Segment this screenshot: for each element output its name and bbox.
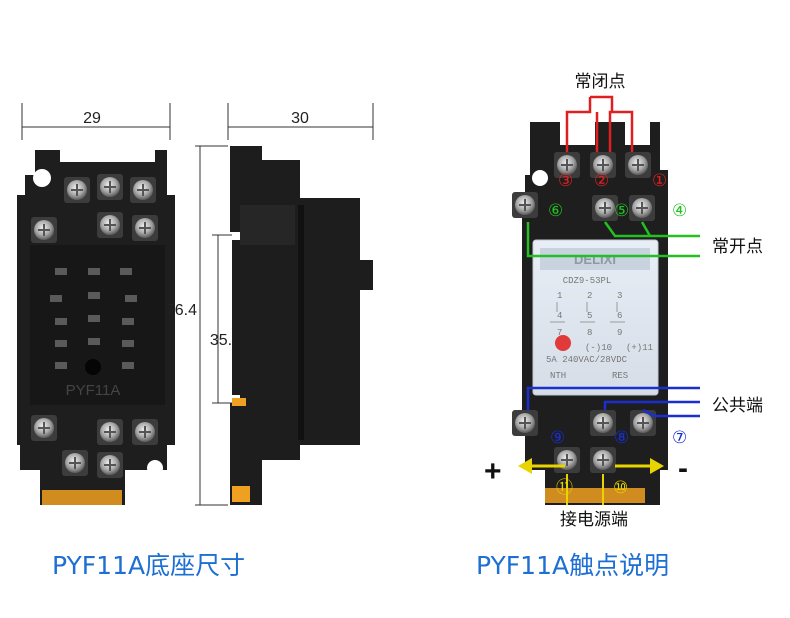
terminal-3: ③ [558, 171, 573, 191]
side-detail [298, 205, 304, 440]
contact-diagram: 常闭点 DELIXI CDZ9-53PL 1 2 3 4 5 6 7 8 9 (… [484, 72, 763, 530]
svg-text:9: 9 [617, 328, 622, 338]
terminal-6: ⑥ [548, 201, 563, 221]
socket-slots [50, 268, 137, 369]
relay-nth: NTH [550, 371, 566, 381]
svg-text:8: 8 [587, 328, 592, 338]
label-common-terminal: 公共端 [712, 396, 763, 416]
label-normally-open: 常开点 [712, 237, 763, 257]
svg-text:2: 2 [587, 291, 592, 301]
svg-text:4: 4 [557, 311, 562, 321]
relay-led [555, 335, 571, 351]
rail-clip [545, 488, 645, 503]
relay-model: CDZ9-53PL [563, 276, 612, 286]
svg-text:5: 5 [587, 311, 592, 321]
rail-clip [232, 398, 246, 406]
svg-text:6: 6 [617, 311, 622, 321]
relay-brand: DELIXI [574, 252, 616, 267]
relay-coil-neg: (-)10 [585, 343, 612, 353]
left-caption: PYF11A底座尺寸 [52, 551, 246, 580]
terminal-4: ④ [672, 201, 687, 221]
mount-hole [532, 170, 548, 186]
terminal-9: ⑨ [550, 428, 565, 448]
relay-header [540, 248, 650, 270]
terminal-2: ② [594, 171, 609, 191]
terminal-8: ⑧ [614, 428, 629, 448]
terminal-10: ⑩ [613, 478, 628, 498]
base-side-view: 30 76.4 35.5 [166, 103, 374, 506]
relay-schematic [550, 302, 625, 323]
mount-hole [147, 460, 163, 476]
svg-text:1: 1 [557, 291, 562, 301]
relay-rating: 5A 240VAC/28VDC [546, 355, 628, 365]
no-leader-lines [526, 221, 700, 258]
svg-text:3: 3 [617, 291, 622, 301]
minus-symbol: - [678, 452, 688, 485]
dim-height-label: 76.4 [166, 302, 197, 319]
svg-text:7: 7 [557, 328, 562, 338]
rail-clip [232, 486, 250, 502]
terminal-1: ① [652, 171, 667, 191]
relay-pin-numbers: 1 2 3 4 5 6 7 8 9 [557, 291, 622, 338]
terminal-5: ⑤ [614, 201, 629, 221]
terminal-numbers: ③ ② ① ⑥ ⑤ ④ ⑨ ⑧ ⑦ ⑪ ⑩ [548, 171, 687, 498]
label-normally-closed: 常闭点 [575, 72, 626, 92]
terminal-11: ⑪ [556, 478, 573, 498]
power-arrows [518, 458, 664, 474]
relay-coil-pos: (+)11 [626, 343, 653, 353]
dim-width-label: 29 [83, 110, 101, 127]
nc-leader-lines [565, 95, 634, 152]
mount-hole [33, 169, 51, 187]
relay-res: RES [612, 371, 628, 381]
plus-symbol: + [484, 455, 502, 488]
label-power-terminal: 接电源端 [560, 510, 628, 530]
center-hole [85, 359, 101, 375]
common-leader-lines [526, 386, 700, 418]
side-detail [240, 205, 295, 245]
right-caption: PYF11A触点说明 [476, 551, 670, 580]
rail-clip [42, 490, 122, 505]
terminal-7: ⑦ [672, 428, 687, 448]
dim-depth-label: 30 [291, 110, 309, 127]
relay-body [532, 239, 659, 396]
base-model-label: PYF11A [66, 382, 121, 399]
base-front-view: 29 PYF11A [17, 103, 175, 505]
